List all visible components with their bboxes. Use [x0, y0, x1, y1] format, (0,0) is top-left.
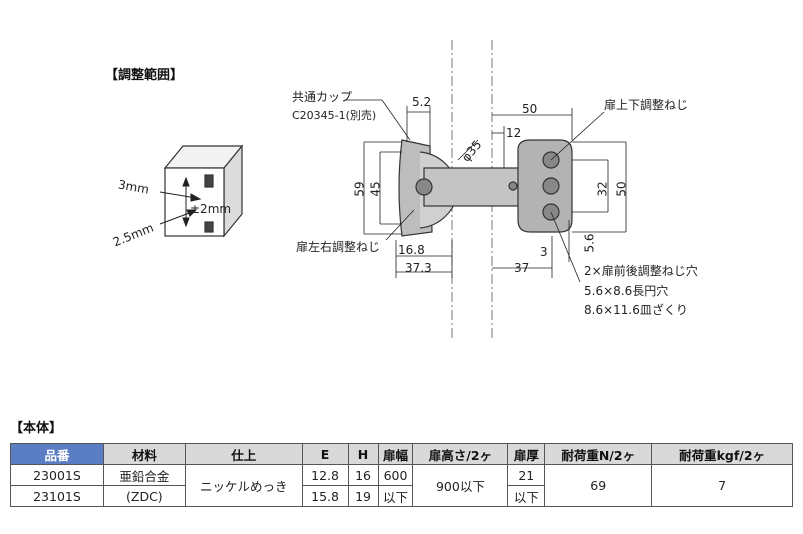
- header-material: 材料: [102, 443, 186, 465]
- door-thickness-cell: 21: [507, 464, 546, 486]
- table-row: 23101S (ZDC) 15.8 19 以下 以下: [10, 485, 793, 507]
- adjustment-cube: [163, 144, 244, 238]
- dim-5-6: 5.6: [582, 233, 597, 253]
- dim-16-8: 16.8: [398, 243, 425, 257]
- dim-50-top: 50: [522, 102, 538, 116]
- header-h: H: [347, 443, 379, 465]
- load-n-cell: 69: [544, 464, 653, 507]
- dim-32: 32: [595, 181, 610, 197]
- dim-3: 3: [540, 245, 548, 259]
- header-load-n: 耐荷重N/2ヶ: [544, 443, 653, 465]
- leader-lines: [346, 99, 605, 283]
- door-ud-screw-label: 扉上下調整ねじ: [604, 98, 689, 112]
- header-e: E: [301, 443, 349, 465]
- part-no-cell: 23101S: [10, 485, 104, 507]
- h-cell: 19: [347, 485, 379, 507]
- door-height-cell: 900以下: [412, 464, 509, 507]
- common-cup-label: 共通カップ: [292, 90, 353, 104]
- dim-45: 45: [368, 181, 383, 197]
- adjust-range-title: 【調整範囲】: [105, 68, 184, 83]
- material-cell: 亜鉛合金: [102, 464, 186, 486]
- cup-part-label: C20345-1(別売): [292, 109, 377, 122]
- label-pm2mm: ±2mm: [190, 202, 232, 216]
- hinge-drawing: [398, 139, 573, 237]
- body-section-title: 【本体】: [10, 421, 63, 436]
- header-finish: 仕上: [184, 443, 303, 465]
- door-width-cell: 600: [377, 464, 414, 486]
- e-cell: 12.8: [301, 464, 349, 486]
- material-cell: (ZDC): [102, 485, 186, 507]
- dim-37: 37: [514, 261, 530, 275]
- header-door-thickness: 扉厚: [507, 443, 546, 465]
- header-door-width: 扉幅: [377, 443, 414, 465]
- header-part-no: 品番: [10, 443, 104, 465]
- dim-59: 59: [352, 181, 367, 197]
- dim-37-3: 37.3: [405, 261, 432, 275]
- door-width-cell: 以下: [377, 485, 414, 507]
- door-fb-screw-label: 2×扉前後調整ねじ穴: [584, 264, 698, 278]
- adjustment-arrows: [159, 176, 202, 228]
- load-kgf-cell: 7: [651, 464, 793, 507]
- header-load-kgf: 耐荷重kgf/2ヶ: [651, 443, 793, 465]
- door-lr-screw-label: 扉左右調整ねじ: [296, 240, 381, 254]
- part-no-cell: 23001S: [10, 464, 104, 486]
- table-row: 23001S 亜鉛合金 ニッケルめっき 12.8 16 600 900以下 21…: [10, 464, 793, 507]
- table-header-row: 品番 材料 仕上 E H 扉幅 扉高さ/2ヶ 扉厚 耐荷重N/2ヶ 耐荷重kgf…: [10, 443, 793, 465]
- h-cell: 16: [347, 464, 379, 486]
- counterbore-label: 8.6×11.6皿ざくり: [584, 303, 688, 317]
- dim-50-right: 50: [614, 181, 629, 197]
- header-door-height: 扉高さ/2ヶ: [412, 443, 509, 465]
- dim-12: 12: [506, 126, 522, 140]
- finish-cell: ニッケルめっき: [184, 464, 303, 507]
- door-thickness-cell: 以下: [507, 485, 546, 507]
- dim-5-2: 5.2: [412, 95, 432, 109]
- slot-hole-label: 5.6×8.6長円穴: [584, 284, 669, 298]
- spec-table: 品番 材料 仕上 E H 扉幅 扉高さ/2ヶ 扉厚 耐荷重N/2ヶ 耐荷重kgf…: [10, 443, 793, 507]
- e-cell: 15.8: [301, 485, 349, 507]
- technical-drawing: [159, 40, 627, 340]
